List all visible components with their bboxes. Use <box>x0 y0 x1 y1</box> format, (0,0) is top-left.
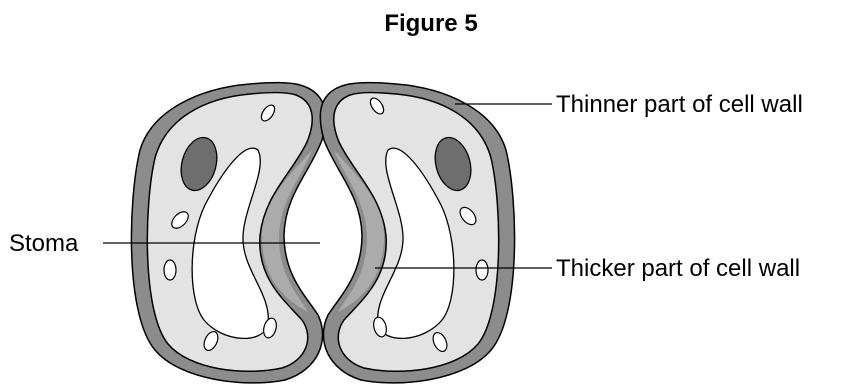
stoma-label: Stoma <box>9 230 79 257</box>
left-guard-cell <box>131 83 325 383</box>
thicker-wall-label: Thicker part of cell wall <box>556 255 800 282</box>
thinner-wall-label: Thinner part of cell wall <box>556 91 803 118</box>
right-guard-cell <box>320 83 514 383</box>
